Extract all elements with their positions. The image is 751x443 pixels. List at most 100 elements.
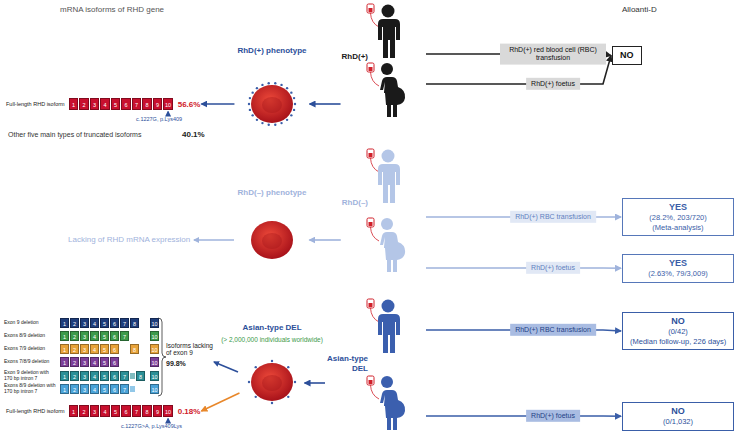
exon-strip: 1234567810	[60, 371, 160, 381]
antigen-dot	[268, 124, 270, 126]
isoform-name: Exons 7/8/9 deletion	[4, 359, 56, 365]
exon-box: 2	[70, 331, 79, 341]
exon-box: 6	[110, 384, 119, 394]
exon-box: 7	[132, 405, 142, 417]
exon-box: 5	[100, 331, 109, 341]
bracket	[158, 318, 166, 396]
antigen-dot	[256, 119, 258, 121]
pointer-arrow	[168, 419, 169, 424]
exon-box: 3	[80, 371, 89, 381]
isoform-bar: Exon 9 deletion with 170 bp intron 7 1234…	[4, 370, 160, 381]
red-blood-cell: Asian-type DEL	[240, 323, 303, 406]
exon-box: 4	[100, 98, 110, 110]
man-figure	[367, 4, 400, 58]
antigen-dot	[274, 124, 276, 126]
exon-box: 2	[70, 344, 79, 354]
result-box: NO(0/42)(Median follow-up, 226 days)	[622, 312, 734, 350]
exon-box: 7	[120, 371, 129, 381]
exon-box: 10	[150, 384, 159, 394]
exon-strip: 1234567810	[60, 318, 160, 328]
cell-body	[251, 85, 293, 123]
percentage: 56.6%	[178, 100, 201, 109]
exon-box: 5	[100, 344, 109, 354]
text-label: Alloanti-D	[622, 5, 657, 14]
exon-box: 6	[121, 405, 131, 417]
cell-center	[262, 233, 282, 249]
exon-box: 3	[80, 357, 89, 367]
cell-center	[262, 375, 282, 391]
result-detail: (0/1,032)	[630, 417, 726, 426]
cell-body	[251, 363, 293, 401]
result-box: YES(2.63%, 79/3,009)	[622, 254, 734, 283]
exon-box: 8	[130, 318, 139, 328]
arrow	[194, 239, 234, 241]
antigen-dot	[294, 381, 296, 383]
phenotype-heading: RhD(+) phenotype	[235, 46, 308, 55]
exon-box: 6	[121, 98, 131, 110]
connector-arrow	[310, 103, 341, 105]
edge-label: RhD(+) red blood cell (RBC) transfusion	[500, 44, 606, 65]
antigen-dot	[287, 366, 289, 368]
exon-box: 10	[150, 357, 159, 367]
exon-box: 3	[90, 98, 100, 110]
exon-box: 4	[90, 344, 99, 354]
isoform-name: Exon 9 deletion with 170 bp intron 7	[4, 370, 56, 381]
exon-strip: 123456810	[60, 344, 160, 354]
exon-box: 2	[70, 384, 79, 394]
arrow	[214, 362, 238, 372]
isoform-bar: Exons 7/9 deletion123456810	[4, 344, 160, 354]
isoform-bar: Exons 7/8/9 deletion12345610	[4, 357, 160, 367]
exon-box: 6	[110, 318, 119, 328]
intron-box	[130, 373, 135, 379]
exon-box: 3	[90, 405, 100, 417]
exon-box: 10	[150, 344, 159, 354]
exon-box: 10	[163, 405, 173, 417]
antigen-dot	[286, 119, 288, 121]
result-detail: (Median follow-up, 226 days)	[630, 337, 726, 346]
isoform-name: Exon 9 deletion	[4, 320, 56, 326]
red-blood-cell: RhD(–) phenotype	[236, 188, 309, 264]
exon-box: 8	[142, 98, 152, 110]
exon-strip: 12345678910	[69, 98, 174, 110]
antigen-dot	[248, 381, 250, 383]
antigen-dot	[294, 103, 296, 105]
isoform-name: Full-length RHD isoform	[6, 101, 65, 107]
exon-box: 4	[100, 405, 110, 417]
connector-arrow	[309, 239, 340, 241]
exon-box: 6	[110, 344, 119, 354]
isoform-name: Full-length RHD isoform	[6, 408, 65, 414]
antigen-dot	[261, 122, 263, 124]
isoform-bar: Full-length RHD isoform 12345678910 56.6%	[6, 98, 200, 110]
isoform-bar: Exon 9 deletion 1234567810	[4, 318, 160, 328]
person-group: Asian-type DEL	[326, 296, 425, 440]
edge-label: RhD(+) foetus	[526, 262, 580, 274]
text-label: 40.1%	[182, 130, 205, 139]
exon-strip: 123456710	[60, 331, 160, 341]
red-blood-cell-drawing	[246, 216, 298, 264]
exon-box: 10	[150, 331, 159, 341]
result-box: NO(0/1,032)	[622, 402, 734, 431]
cell-body	[251, 221, 293, 259]
isoform-name: Exons 8/9 deletion with 170 bp intron 7	[4, 383, 56, 394]
woman-figure	[367, 218, 405, 272]
pointer-arrow	[168, 112, 169, 117]
edge-label: RhD(+) RBC transfusion	[510, 324, 596, 336]
text-label: c.1227G>A, p.Lys409Lys	[121, 423, 182, 429]
person-figures	[367, 4, 405, 430]
exon-strip: 123456710	[60, 384, 160, 394]
antigen-dot	[268, 82, 270, 84]
isoform-bar: Exons 8/9 deletion123456710	[4, 331, 160, 341]
exon-box: 2	[70, 357, 79, 367]
exon-box: 3	[80, 331, 89, 341]
antigen-dot	[248, 103, 250, 105]
exon-box: 2	[70, 371, 79, 381]
connector-arrow	[426, 415, 621, 417]
connector-arrow	[201, 393, 239, 411]
text-label: Other five main types of truncated isofo…	[8, 131, 141, 138]
percentage: 0.18%	[178, 407, 201, 416]
man-figure	[367, 149, 400, 203]
red-blood-cell: RhD(+) phenotype	[235, 46, 308, 128]
cell-center	[262, 97, 282, 113]
person-group: RhD(–)	[342, 146, 425, 278]
